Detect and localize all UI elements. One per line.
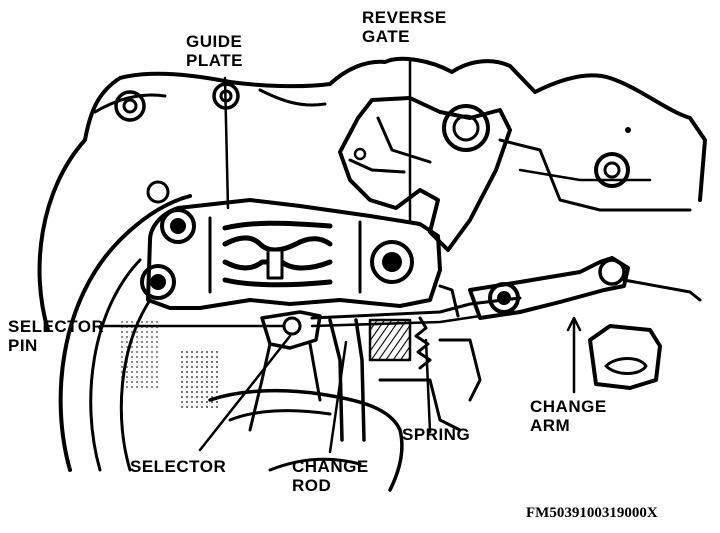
label-selector: SELECTOR: [130, 457, 227, 476]
leader-guide-plate: [223, 76, 230, 210]
label-reverse-gate-line1: REVERSE: [362, 8, 447, 27]
label-selector-pin-line1: SELECTOR: [8, 317, 105, 336]
plate-bolt-right: [370, 240, 414, 284]
spring: [414, 316, 432, 370]
leader-spring: [424, 338, 432, 434]
label-change-arm-line2: ARM: [530, 416, 571, 435]
leader-change-rod: [328, 340, 348, 454]
selector-pin: [282, 316, 302, 336]
label-reverse-gate-line2: GATE: [362, 27, 410, 46]
change-arm: [468, 256, 630, 320]
leader-selector: [198, 334, 292, 452]
detent-bracket: [588, 324, 662, 390]
bore-outer: [58, 194, 192, 472]
label-guide-plate-line1: GUIDE: [186, 32, 243, 51]
plate-bolt-top-left: [160, 208, 196, 244]
boss-left: [114, 90, 146, 122]
label-guide-plate-line2: PLATE: [186, 51, 243, 70]
reverse-gate-body: [338, 96, 512, 252]
change-arm-bolt: [488, 282, 520, 314]
guide-slot-1: [222, 220, 333, 231]
boss-right: [594, 152, 630, 188]
housing-outline: [37, 56, 707, 332]
label-change-rod-line1: CHANGE: [292, 457, 369, 476]
bore-bolt: [146, 180, 170, 204]
label-selector-pin-line2: PIN: [8, 336, 38, 355]
label-spring: SPRING: [402, 425, 471, 444]
plate-bolt-bottom-left: [140, 264, 176, 300]
label-change-rod-line2: ROD: [292, 476, 332, 495]
figure-code: FM5039100319000X: [526, 505, 658, 521]
guide-plate: [146, 198, 442, 310]
change-rod: [328, 318, 366, 442]
label-change-arm-line1: CHANGE: [530, 397, 607, 416]
boss-reverse: [442, 104, 490, 152]
